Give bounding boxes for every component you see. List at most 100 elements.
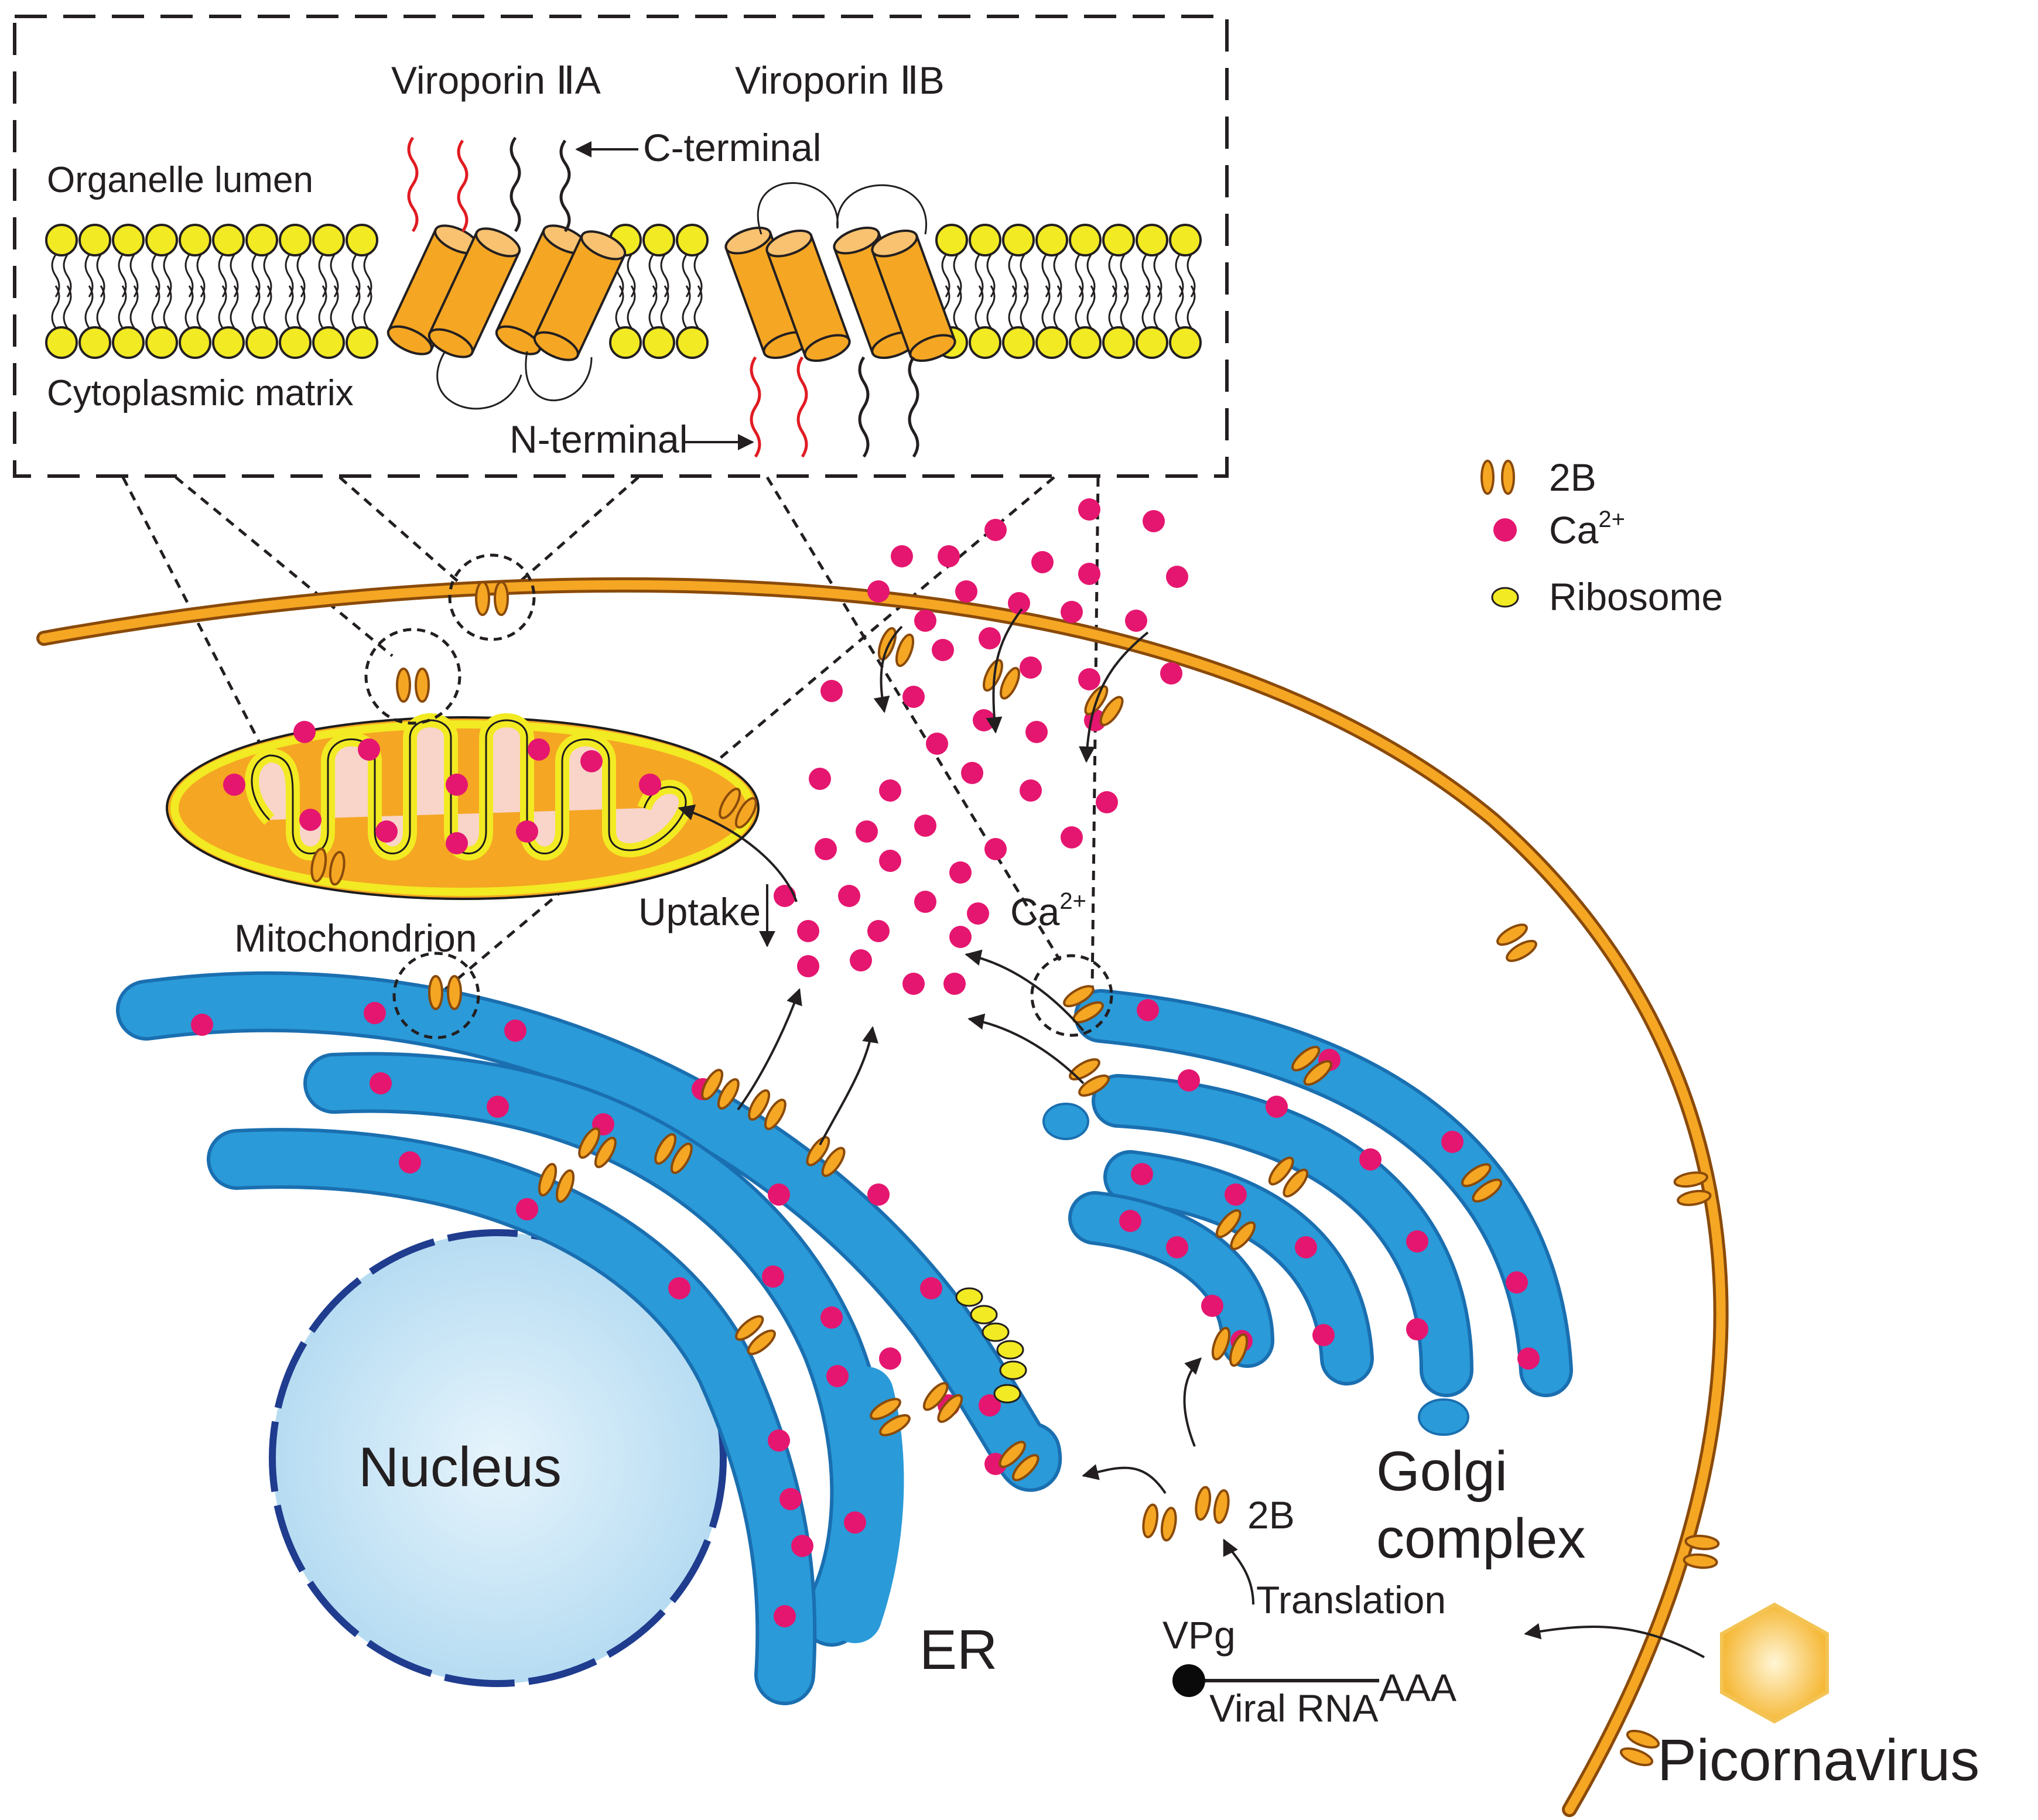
- ribosome: [993, 1384, 1021, 1404]
- calcium-ion: [820, 680, 843, 702]
- protein-2b-pair: [654, 1133, 693, 1174]
- lipid-tail: [251, 254, 272, 297]
- calcium-ion: [949, 926, 972, 948]
- lipid-tail: [941, 254, 962, 297]
- lipid-tail: [974, 254, 996, 297]
- protein-2b-pair: [806, 1136, 846, 1177]
- calcium-ion: [979, 627, 1001, 649]
- lipid-head: [1035, 326, 1068, 359]
- calcium-ion: [856, 820, 878, 843]
- terminal-tail: [858, 356, 870, 458]
- calcium-ion: [967, 902, 989, 925]
- calcium-ions: [191, 498, 1540, 1627]
- lipid-tail: [1041, 254, 1062, 297]
- calcium-ion: [879, 850, 901, 872]
- calcium-ion: [768, 1183, 790, 1206]
- lipid-bilayer: [45, 224, 1202, 359]
- lipid-head: [1169, 326, 1202, 359]
- lipid-head: [1069, 326, 1102, 359]
- calcium-ion: [779, 1488, 802, 1510]
- lipid-head: [212, 326, 245, 359]
- lipid-head: [1169, 224, 1202, 256]
- lipid-tail: [184, 285, 206, 329]
- lipid-tail: [351, 285, 372, 329]
- protein-2b-pair: [735, 1315, 776, 1356]
- viroporin-loop: [757, 182, 928, 235]
- lipid-tail: [682, 285, 703, 329]
- calcium-ion: [1061, 601, 1083, 623]
- lipid-tail: [151, 254, 172, 297]
- calcium-ion: [516, 820, 538, 843]
- legend-calcium-label: Ca2+: [1549, 507, 1625, 552]
- lipid-head: [212, 224, 245, 256]
- calcium-ion: [762, 1265, 784, 1288]
- calcium-ion: [774, 1605, 796, 1627]
- mitochondrion-label: Mitochondrion: [234, 916, 477, 960]
- protein-2b-pair: [1215, 1209, 1256, 1250]
- viroporin-b-label: Viroporin ⅡB: [735, 59, 945, 102]
- viroporin-a-label: Viroporin ⅡA: [391, 59, 601, 102]
- lipid-tail: [118, 285, 139, 329]
- lipid-head: [312, 326, 345, 359]
- calcium-ion: [797, 955, 819, 977]
- lipid-head: [179, 224, 211, 256]
- calcium-ion: [191, 1014, 213, 1036]
- protein-2b-pair: [396, 668, 430, 703]
- calcium-ion: [223, 774, 245, 796]
- er-label: ER: [919, 1619, 997, 1681]
- calcium-ion: [1061, 826, 1083, 849]
- ribosome: [996, 1340, 1024, 1360]
- lipid-head: [346, 224, 378, 256]
- protein-2b-pair: [999, 1441, 1039, 1482]
- calcium-ion: [399, 1151, 421, 1174]
- calcium-ion: [815, 838, 837, 860]
- calcium-ion: [867, 580, 890, 603]
- lipid-head: [969, 326, 1001, 359]
- calcium-ion: [961, 762, 983, 784]
- lipid-head: [279, 326, 312, 359]
- protein-2b-pair: [1619, 1729, 1660, 1767]
- lipid-head: [112, 224, 145, 256]
- protein-2b-pair: [1268, 1157, 1309, 1198]
- calcium-ion: [850, 949, 872, 971]
- calcium-ion: [1312, 1324, 1335, 1346]
- transmembrane-helix: [387, 224, 480, 355]
- calcium-ion: [1143, 510, 1165, 532]
- zoom-circles: [364, 553, 1113, 1039]
- calcium-ion: [1178, 1069, 1200, 1092]
- calcium-ion: [984, 838, 1007, 860]
- c-terminal-label: C-terminal: [643, 126, 821, 169]
- protein-2b-pair: [1461, 1163, 1502, 1203]
- calcium-ion: [826, 1365, 849, 1387]
- calcium-ion: [1201, 1295, 1223, 1317]
- lipid-head: [1136, 326, 1168, 359]
- protein-2b-pair: [1673, 1171, 1712, 1206]
- calcium-ion: [446, 832, 468, 854]
- lipid-head: [935, 224, 968, 256]
- golgi-complex: [1042, 989, 1573, 1436]
- calcium-ion: [879, 1347, 901, 1370]
- calcium-ion: [1119, 1210, 1141, 1232]
- lipid-head: [145, 224, 178, 256]
- calcium-ion: [1406, 1318, 1428, 1340]
- lipid-head: [179, 326, 211, 359]
- terminal-tail: [750, 356, 761, 458]
- protein-2b-pair: [1291, 1045, 1332, 1086]
- calcium-ion: [914, 815, 936, 837]
- calcium-ion: [1406, 1230, 1428, 1253]
- protein-2b-pair: [1211, 1326, 1249, 1367]
- protein-2b-pair: [1195, 1486, 1230, 1524]
- calcium-ion: [973, 709, 995, 731]
- lipid-tail: [118, 254, 139, 297]
- lipid-tail: [318, 285, 339, 329]
- legend: 2B Ca2+ Ribosome: [1480, 456, 1723, 618]
- calcium-ion: [446, 774, 468, 796]
- calcium-ion: [580, 750, 603, 772]
- calcium-ion: [955, 580, 977, 603]
- lipid-head: [145, 326, 178, 359]
- lipid-head: [969, 224, 1001, 256]
- flow-arrows: [678, 608, 1705, 1658]
- lipid-tail: [184, 254, 206, 297]
- lipid-tail: [974, 285, 996, 329]
- lipid-head: [1102, 326, 1135, 359]
